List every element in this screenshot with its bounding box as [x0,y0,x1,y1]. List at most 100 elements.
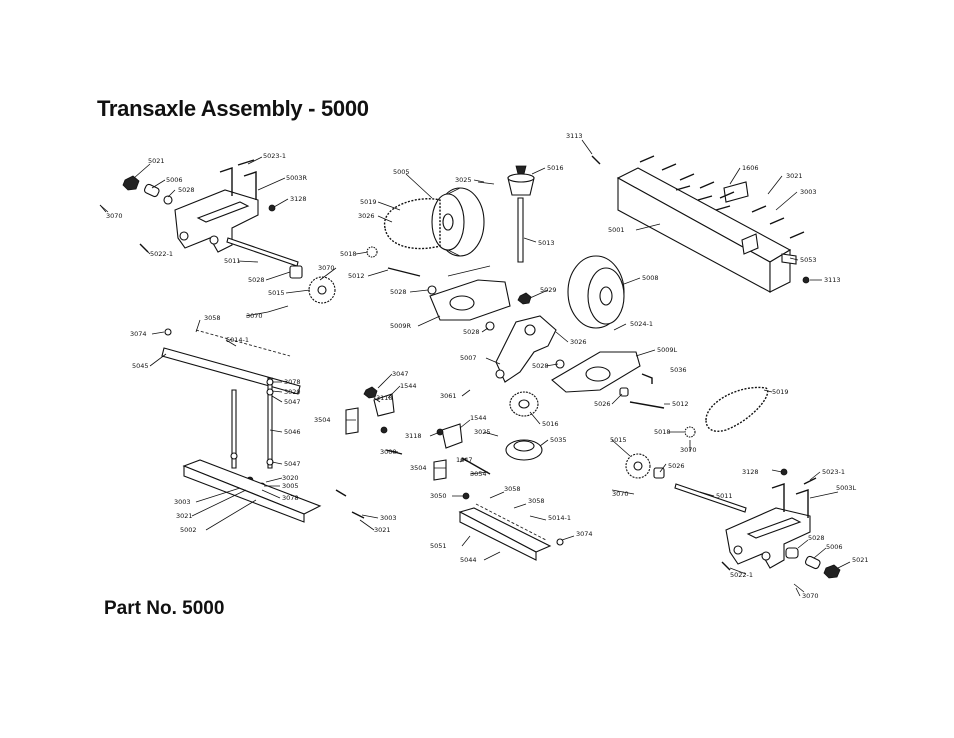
cotter-3070f [793,583,805,593]
label-5005: 5005 [393,168,410,176]
label-5009R: 5009R [390,322,412,330]
label-5028a: 5028 [178,186,195,194]
label-5003R: 5003R [286,174,308,182]
label-3047: 3047 [392,370,409,378]
label-5045: 5045 [132,362,149,370]
callout-labels: 5021 5006 5028 3070 5023-1 5003R 3128 50… [106,132,869,600]
label-5002: 5002 [180,526,197,534]
label-5014-1b: 5014-1 [548,514,571,522]
label-3504a: 3504 [314,416,331,424]
label-3504b: 3504 [410,464,427,472]
spacer-5028b [289,265,303,279]
label-3070f: 3070 [802,592,819,600]
label-3021b: 3021 [176,512,193,520]
label-3113a: 3113 [566,132,583,140]
nut-3128a [268,204,276,212]
bolt-3054 [461,457,491,475]
bracket-5003l [725,483,811,569]
rod-5046a [231,389,237,469]
label-5021a: 5021 [148,157,165,165]
label-3128a: 3128 [290,195,307,203]
bolt-3003b [335,489,347,497]
bracket-5053 [781,253,797,265]
label-5023-1b: 5023-1 [822,468,845,476]
label-5046: 5046 [284,428,301,436]
spacer-5006a [143,183,160,198]
label-5053: 5053 [800,256,817,264]
label-5028b: 5028 [248,276,265,284]
bolt-5022-1b [721,561,731,571]
bearing-5021b [823,564,841,579]
label-5026b: 5026 [668,462,685,470]
bevel-gear-5016a [507,165,535,196]
label-1647: 1647 [456,456,473,464]
label-3070e: 3070 [612,490,629,498]
label-5015a: 5015 [268,289,285,297]
label-5018a: 5018 [340,250,357,258]
label-5014-1a: 5014-1 [226,336,249,344]
bracket-3504a [345,407,359,435]
label-5019a: 5019 [360,198,377,206]
label-3003c: 3003 [380,514,397,522]
label-3021a: 3021 [786,172,803,180]
shaft-5013 [517,197,524,263]
label-3070a: 3070 [106,212,123,220]
label-3026a: 3026 [358,212,375,220]
bolt-3074a [164,328,172,336]
label-5029: 5029 [540,286,557,294]
label-3020b: 3020 [282,474,299,482]
label-5018b: 5018 [654,428,671,436]
nut-5029 [517,292,532,305]
label-3021c: 3021 [374,526,391,534]
bracket-1544b [441,423,463,449]
bolts-frame [639,155,805,239]
label-3070b: 3070 [318,264,335,272]
nut-3047 [363,386,378,399]
nut-3113b [802,276,810,284]
belt-5019a [384,198,441,250]
shaft-5011b [674,483,747,513]
label-3070d: 3070 [680,446,697,454]
bolt-3074b [556,538,564,546]
label-5006b: 5006 [826,543,843,551]
label-5016b: 5016 [542,420,559,428]
label-3113b: 3113 [824,276,841,284]
label-3058a: 3058 [204,314,221,322]
label-3000: 3000 [380,448,397,456]
label-5022-1b: 5022-1 [730,571,753,579]
bracket-5003r [174,167,259,253]
label-5011b: 5011 [716,492,733,500]
label-5016a: 5016 [547,164,564,172]
bolt-5023-1b [803,477,817,485]
bolt-5012b [629,401,665,409]
channel-5002 [182,459,322,523]
label-3003a: 3003 [800,188,817,196]
channel-5044 [458,507,552,561]
label-3025b: 3025 [474,428,491,436]
bolt-3113a [591,155,601,165]
spacer-5026b [653,467,665,479]
label-3070c: 3070 [246,312,263,320]
spacer-5006b [804,555,821,570]
gear-5016b [509,391,539,417]
label-5047a: 5047 [284,398,301,406]
bolt-5023-1a [237,159,255,166]
label-5012a: 5012 [348,272,365,280]
label-3074a: 3074 [130,330,147,338]
label-3020a: 3020 [284,388,301,396]
label-5024-1: 5024-1 [630,320,653,328]
label-5013: 5013 [538,239,555,247]
label-3026b: 3026 [570,338,587,346]
label-1544b: 1544 [470,414,487,422]
label-3005: 3005 [282,482,299,490]
label-3078b: 3078 [282,494,299,502]
label-1544a: 1544 [400,382,417,390]
belt-5019b [705,386,769,432]
label-5001: 5001 [608,226,625,234]
label-3054: 3054 [470,470,487,478]
pulley-5008 [567,255,625,329]
bracket-5036 [641,373,653,384]
sprocket-5018a [366,246,378,258]
label-5044: 5044 [460,556,477,564]
